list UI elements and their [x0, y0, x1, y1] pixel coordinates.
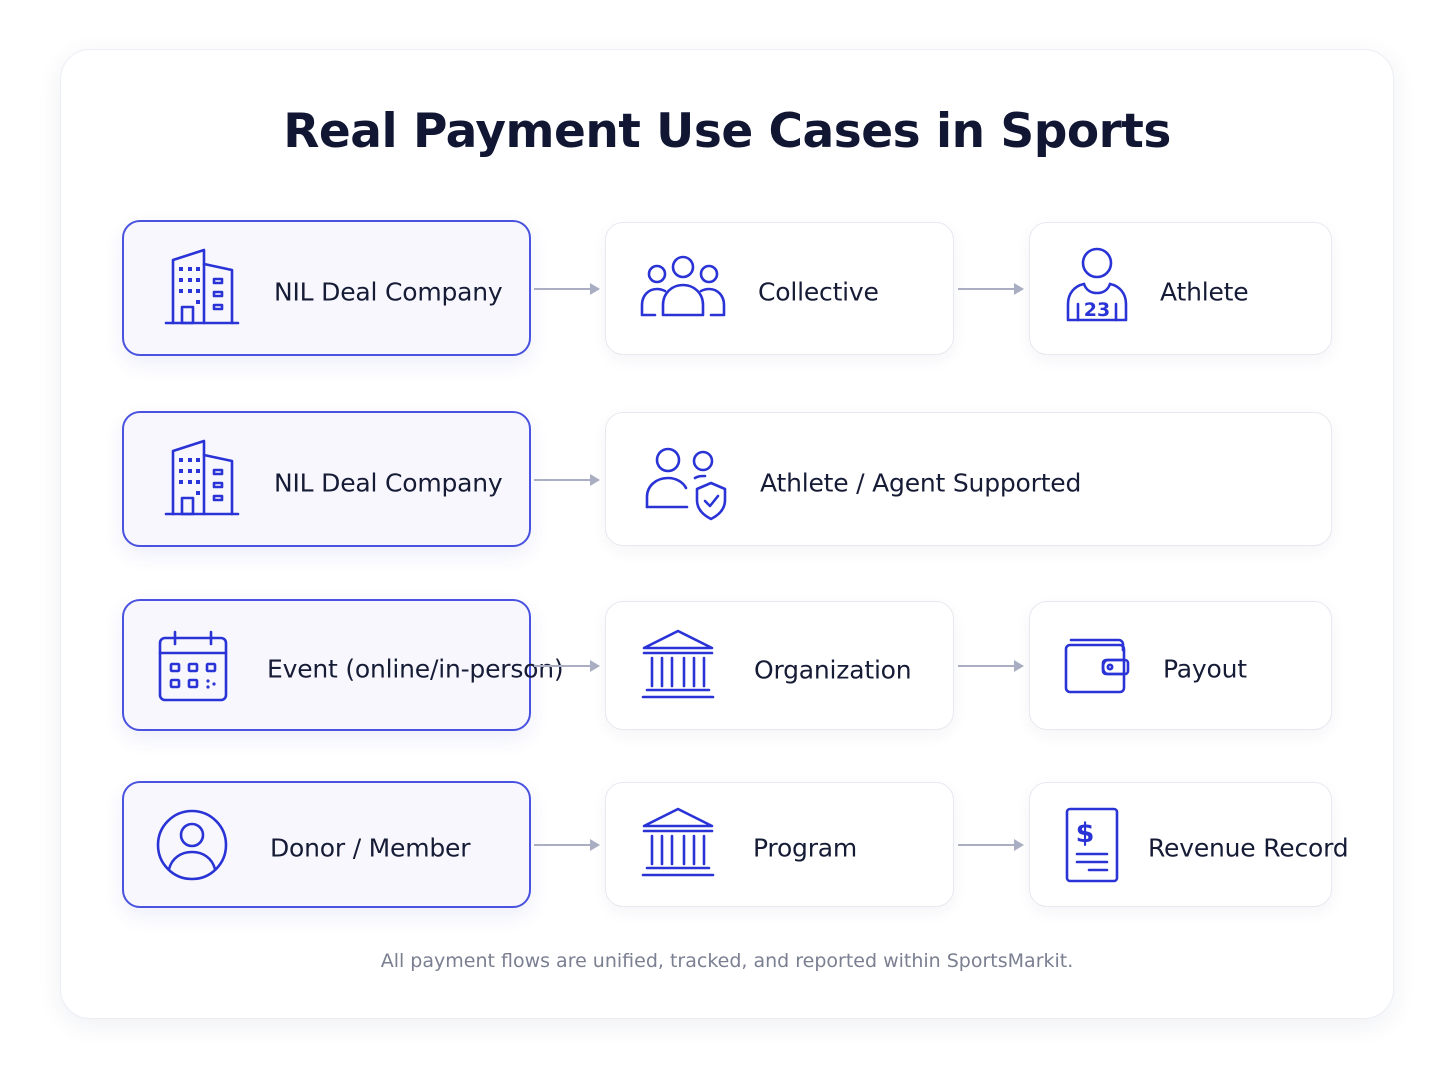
node-donor-member	[122, 781, 531, 908]
node-label: Organization	[754, 655, 912, 685]
footer-note: All payment flows are unified, tracked, …	[380, 950, 1074, 972]
bank-icon	[641, 807, 715, 877]
group-icon	[640, 255, 726, 317]
node-collective	[605, 222, 954, 355]
node-payout	[1029, 601, 1332, 730]
node-nil-deal-company	[122, 411, 531, 547]
flow-arrow	[958, 839, 1024, 851]
flow-arrow	[534, 474, 600, 486]
athlete-jersey-icon: 23	[1066, 247, 1128, 322]
node-label: Collective	[758, 277, 879, 307]
node-label: Event (online/in-person)	[267, 654, 564, 684]
node-label: Revenue Record	[1148, 833, 1349, 863]
users-shield-icon	[645, 447, 727, 521]
flow-arrow	[958, 660, 1024, 672]
bank-icon	[641, 629, 715, 699]
user-circle-icon	[156, 809, 228, 881]
node-athlete	[1029, 222, 1332, 355]
flow-arrow	[958, 283, 1024, 295]
flow-arrow	[534, 660, 600, 672]
flow-arrow	[534, 283, 600, 295]
building-icon	[164, 439, 240, 516]
receipt-dollar-icon: $	[1065, 807, 1119, 883]
node-nil-deal-company	[122, 220, 531, 356]
building-icon	[164, 248, 240, 325]
node-athlete-agent-supported	[605, 412, 1332, 546]
node-label: Athlete	[1160, 277, 1249, 307]
node-label: NIL Deal Company	[274, 277, 503, 307]
jersey-number: 23	[1084, 299, 1110, 321]
node-label: NIL Deal Company	[274, 468, 503, 498]
node-label: Athlete / Agent Supported	[760, 468, 1082, 498]
wallet-icon	[1064, 638, 1130, 694]
page-title: Real Payment Use Cases in Sports	[283, 104, 1171, 159]
calendar-icon	[158, 630, 228, 702]
flow-arrow	[534, 839, 600, 851]
node-label: Donor / Member	[270, 833, 471, 863]
node-label: Program	[753, 833, 858, 863]
node-revenue-record	[1029, 782, 1332, 907]
currency-symbol: $	[1076, 818, 1095, 849]
node-label: Payout	[1163, 654, 1247, 684]
